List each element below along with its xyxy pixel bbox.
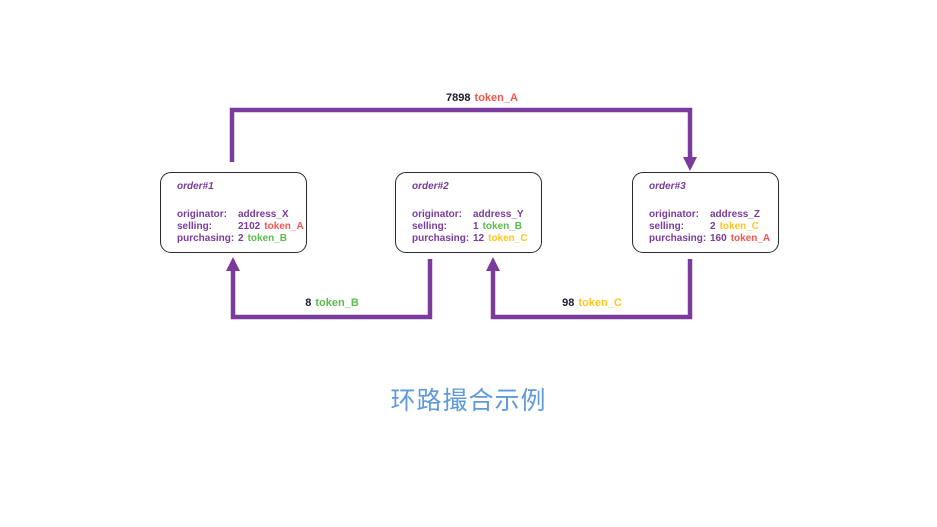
order-box-1: order#1 originator:address_X selling:210… [160, 172, 307, 253]
edge-amount: 8 [305, 297, 312, 309]
order-title: order#3 [649, 181, 686, 192]
token-name: token_C [488, 233, 528, 244]
arrowhead-into-order1 [226, 257, 240, 271]
arrowhead-into-order2 [486, 257, 500, 271]
token-name: token_B [247, 233, 288, 244]
diagram-title: 环路撮合示例 [390, 386, 547, 415]
arrow-order1-to-order3 [229, 107, 693, 162]
token-name: token_B [482, 221, 523, 232]
arrowhead-into-order3 [683, 157, 697, 171]
edge-amount: 7898 [446, 92, 471, 104]
token-name: token_A [730, 233, 771, 244]
field-originator: originator:address_Y [412, 209, 524, 220]
token-name: token_A [474, 92, 518, 104]
field-originator: originator:address_X [177, 209, 289, 220]
token-name: token_A [264, 221, 304, 232]
arrow-order3-to-order2 [490, 259, 693, 320]
order-title: order#1 [177, 181, 214, 192]
token-name: token_B [315, 297, 359, 309]
token-name: token_C [719, 221, 760, 232]
field-originator: originator:address_Z [649, 209, 761, 220]
edge-amount: 98 [562, 297, 575, 309]
token-name: token_C [578, 297, 622, 309]
arrow-order2-to-order1 [230, 259, 433, 320]
order-title: order#2 [412, 181, 449, 192]
